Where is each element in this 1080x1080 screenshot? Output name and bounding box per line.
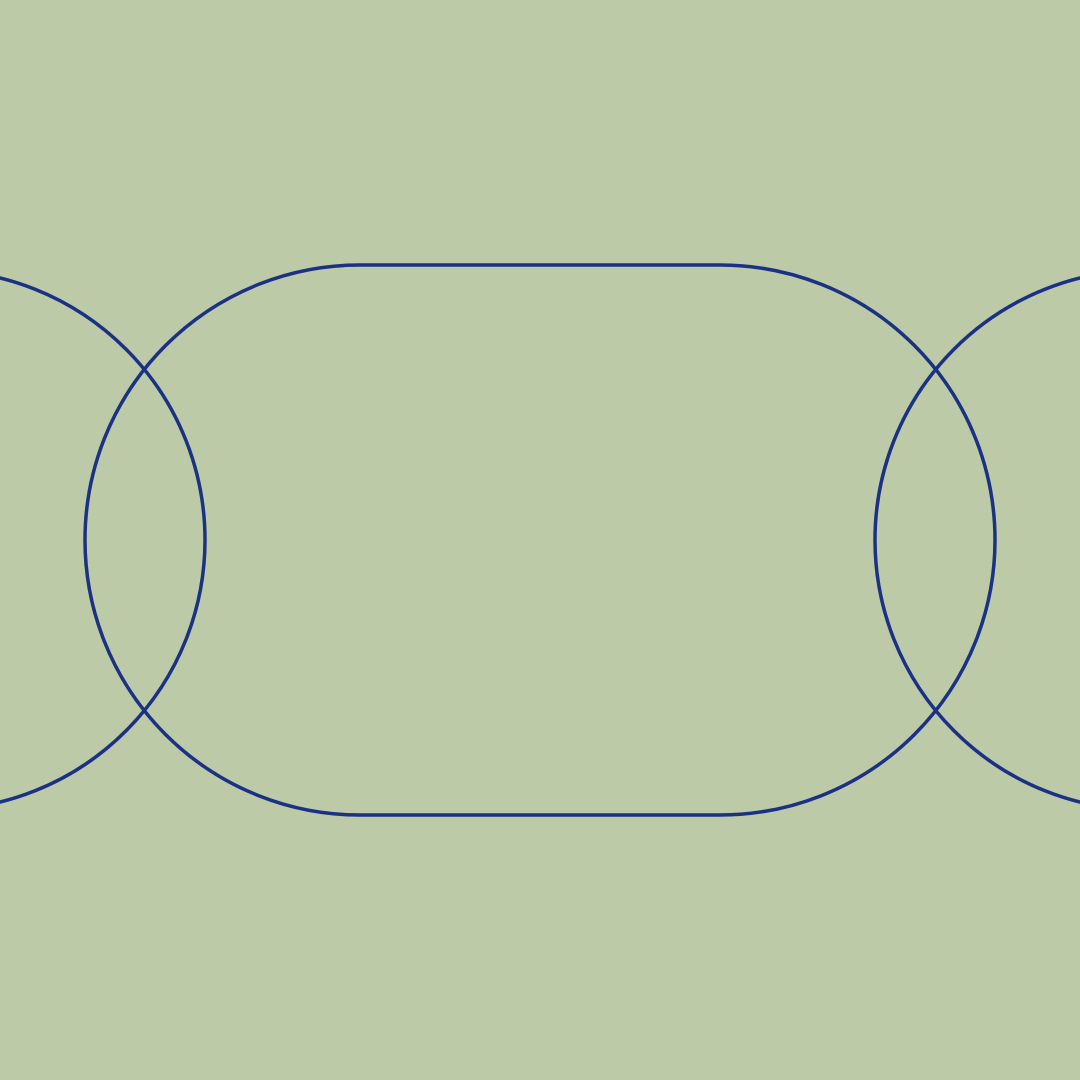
right-circle-outline bbox=[873, 276, 1080, 804]
stadium-outline bbox=[83, 263, 997, 817]
left-circle-outline bbox=[0, 276, 207, 804]
